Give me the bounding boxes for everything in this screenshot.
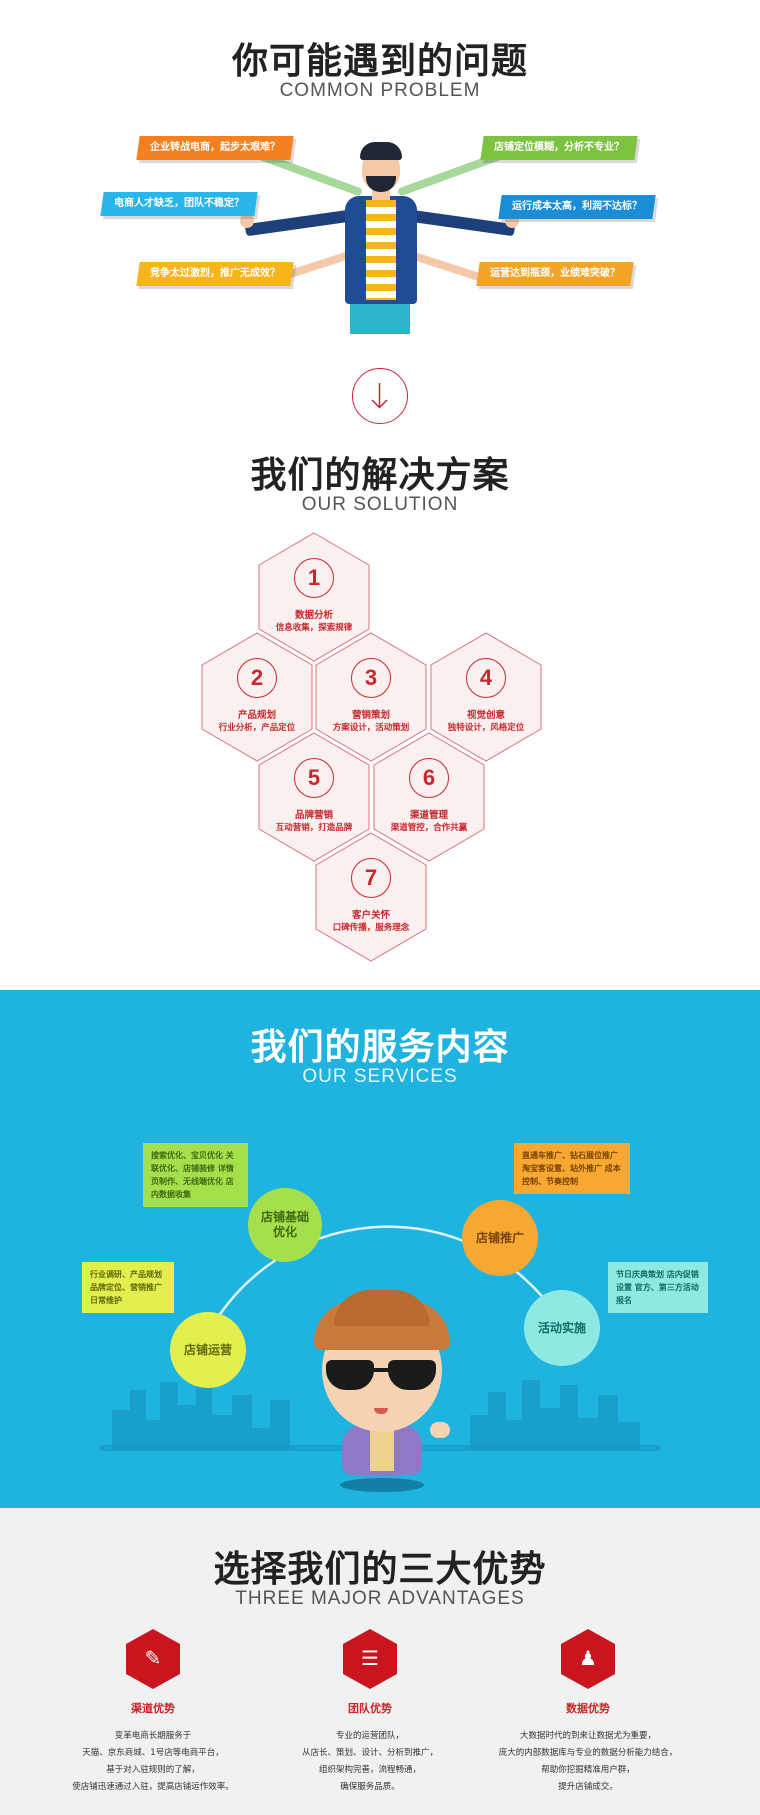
advantage-data: ♟ 数据优势 大数据时代的到来让数据尤为重要， 庞大的内部数据库与专业的数据分析… [478, 1628, 698, 1796]
edit-icon: ✎ [125, 1628, 181, 1690]
service-note-basic: 搜索优化、宝贝优化 关联优化、店铺装修 详情页制作、无线端优化 店内数据收集 [143, 1143, 248, 1207]
advantage-desc: 专业的运营团队， 从店长、策划、设计、分析到推广， 组织架构完善，流程畅通， 确… [301, 1731, 438, 1792]
advantage-team: ☰ 团队优势 专业的运营团队， 从店长、策划、设计、分析到推广， 组织架构完善，… [260, 1628, 480, 1796]
service-note-ops: 行业调研、产品规划 品牌定位、营销推广 日常维护 [82, 1262, 174, 1313]
step-name: 数据分析 [294, 610, 333, 621]
services-section: 我们的服务内容 OUR SERVICES 店铺基础优化 店铺推广 店铺运营 活动… [0, 990, 760, 1508]
advantages-title: 选择我们的三大优势 [213, 1549, 547, 1590]
advantages-section: 选择我们的三大优势 THREE MAJOR ADVANTAGES ✎ 渠道优势 … [0, 1508, 760, 1815]
problems-title: 你可能遇到的问题 [231, 41, 528, 82]
problem-tag-talent: 电商人才缺乏，团队不稳定？ [100, 192, 258, 216]
service-circle-basic-optimization[interactable]: 店铺基础优化 [248, 1188, 322, 1262]
solution-title: 我们的解决方案 [250, 455, 510, 496]
arrow-down-icon[interactable] [352, 368, 408, 424]
step-desc: 信息收集，探索规律 [275, 623, 353, 633]
problem-tag-bottleneck: 运营达到瓶颈，业绩难突破？ [476, 262, 634, 286]
step-number: 2 [237, 658, 277, 698]
step-name: 产品规划 [237, 710, 276, 721]
solution-step-6: 6 渠道管理渠道管控，合作共赢 [373, 732, 485, 862]
service-note-promo: 直通车推广、钻石展位推广 淘宝客设置、站外推广 成本控制、节奏控制 [514, 1143, 630, 1194]
step-number: 3 [351, 658, 391, 698]
step-desc: 方案设计，活动策划 [332, 723, 410, 733]
advantage-title: 渠道优势 [131, 1702, 175, 1715]
person-illustration [0, 0, 760, 345]
step-name: 视觉创意 [466, 710, 505, 721]
solution-step-7: 7 客户关怀口碑传播，服务理念 [315, 832, 427, 962]
step-name: 品牌营销 [294, 810, 333, 821]
step-number: 1 [294, 558, 334, 598]
problem-tag-competition: 竞争太过激烈，推广无成效？ [136, 262, 294, 286]
problems-subtitle: COMMON PROBLEM [279, 80, 481, 101]
advantage-desc: 大数据时代的到来让数据尤为重要， 庞大的内部数据库与专业的数据分析能力结合， 帮… [498, 1731, 678, 1792]
step-number: 5 [294, 758, 334, 798]
advantages-subtitle: THREE MAJOR ADVANTAGES [235, 1588, 525, 1609]
step-desc: 渠道管控，合作共赢 [390, 823, 468, 833]
services-subtitle: OUR SERVICES [302, 1066, 458, 1087]
advantage-title: 数据优势 [566, 1702, 610, 1715]
solution-subtitle: OUR SOLUTION [301, 494, 459, 515]
step-name: 渠道管理 [409, 810, 448, 821]
people-icon: ♟ [560, 1628, 616, 1690]
step-desc: 独特设计，风格定位 [447, 723, 525, 733]
solution-step-3: 3 营销策划方案设计，活动策划 [315, 632, 427, 762]
solution-step-5: 5 品牌营销互动营销，打造品牌 [258, 732, 370, 862]
step-number: 6 [409, 758, 449, 798]
solution-step-2: 2 产品规划行业分析，产品定位 [201, 632, 313, 762]
document-icon: ☰ [342, 1628, 398, 1690]
advantage-channel: ✎ 渠道优势 变革电商长期服务于 天猫、京东商城、1号店等电商平台， 基于对入驻… [43, 1628, 263, 1796]
boy-character-illustration [300, 1290, 460, 1500]
services-title: 我们的服务内容 [250, 1027, 510, 1068]
problems-section: 你可能遇到的问题 COMMON PROBLEM 企业转战电商，起步太艰难？ 电商… [0, 0, 760, 345]
service-circle-promotion[interactable]: 店铺推广 [462, 1200, 538, 1276]
advantage-desc: 变革电商长期服务于 天猫、京东商城、1号店等电商平台， 基于对入驻规则的了解， … [72, 1731, 234, 1792]
solution-step-4: 4 视觉创意独特设计，风格定位 [430, 632, 542, 762]
advantage-title: 团队优势 [348, 1702, 392, 1715]
step-name: 营销策划 [351, 710, 390, 721]
problem-tag-positioning: 店铺定位模糊，分析不专业？ [480, 136, 638, 160]
step-desc: 互动营销，打造品牌 [275, 823, 353, 833]
solution-step-1: 1 数据分析信息收集，探索规律 [258, 532, 370, 662]
service-circle-operation[interactable]: 店铺运营 [170, 1312, 246, 1388]
step-desc: 行业分析，产品定位 [218, 723, 296, 733]
step-number: 7 [351, 858, 391, 898]
service-circle-activity[interactable]: 活动实施 [524, 1290, 600, 1366]
step-desc: 口碑传播，服务理念 [332, 923, 410, 933]
service-note-activity: 节日庆典策划 店内促销设置 官方、第三方活动报名 [608, 1262, 708, 1313]
problem-tag-cost: 运行成本太高，利润不达标？ [498, 195, 656, 219]
problem-tag-startup: 企业转战电商，起步太艰难？ [136, 136, 294, 160]
step-number: 4 [466, 658, 506, 698]
step-name: 客户关怀 [351, 910, 390, 921]
